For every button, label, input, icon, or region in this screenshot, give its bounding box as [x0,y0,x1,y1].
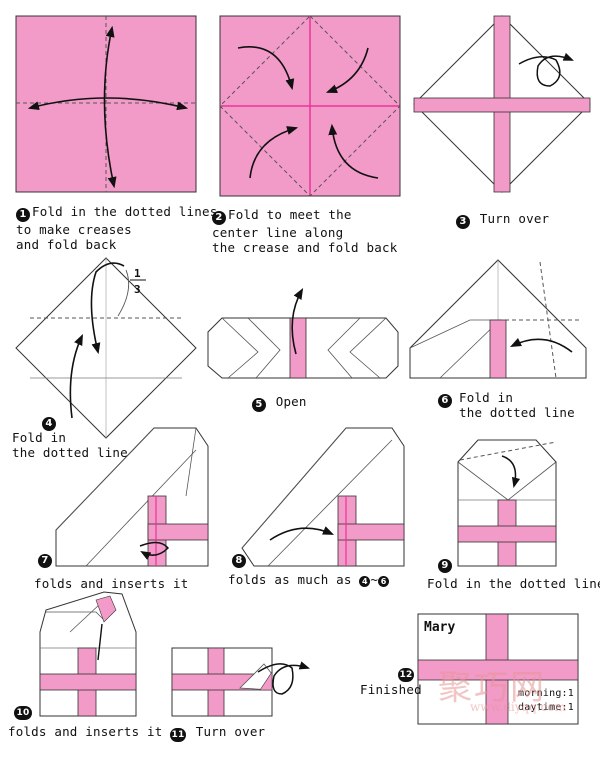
step-8-text: folds as much as [228,572,352,587]
step-9-text: Fold in the dotted line [427,576,600,591]
step-4-number-wrap: 4 [42,413,58,431]
step-9-figure [457,439,557,567]
step-1-figure [15,15,197,193]
step-9-number: 9 [438,559,452,573]
step-11-label: 11 Turn over [170,724,265,742]
step-3-number: 3 [456,215,470,229]
step-3-figure [413,15,591,193]
card-name: Mary [424,620,456,635]
step-10-text: folds and inserts it [8,724,163,739]
step-10-number: 10 [14,706,32,720]
step-4-number: 4 [42,417,56,431]
step-7-number: 7 [38,554,52,568]
step-4-text: Fold in the dotted line [12,430,128,460]
step-5-number: 5 [252,398,266,412]
step-2-number: 2 [212,211,226,225]
card-line-1: morning:1 [518,688,574,699]
step-8-ref-sep: ~ [370,572,379,587]
step-12-number: 12 [398,668,414,682]
step-8-label: folds as much as 4~6 [228,572,390,587]
step-1-text: Fold in the dotted lines to make creases… [16,204,218,252]
step-11-text: Turn over [195,724,266,739]
step-7-text: folds and inserts it [34,576,189,591]
step-5-text: Open [275,394,307,409]
step-8-ref-to: 6 [378,576,390,587]
step-8-number-wrap: 8 [232,550,248,568]
step-6-number: 6 [438,394,452,408]
step-1-number: 1 [16,208,30,222]
step-12-number-wrap: 12 [398,664,416,682]
step-8-number: 8 [232,554,246,568]
step-5-figure [207,288,399,379]
step-11-number: 11 [170,728,186,742]
step-12-figure [417,613,579,725]
step-10-number-wrap: 10 [14,702,34,720]
step-3-text: Turn over [479,211,550,226]
step-8-figure [241,427,405,567]
watermark-url: www.diyqq.com [470,700,567,714]
step-3-label: 3 Turn over [456,211,549,229]
step-12-text: Finished [360,682,422,697]
watermark-brand: 聚巧网 [438,668,546,708]
step-8-ref-from: 4 [359,576,371,587]
step-5-label: 5 Open [252,394,307,412]
step-10-figure [39,591,137,717]
step-11-figure [171,647,310,717]
fraction-denominator: 3 [134,283,141,296]
step-6-figure [409,259,587,379]
step-7-number-wrap: 7 [38,550,54,568]
step-2-text: Fold to meet the center line along the c… [212,207,398,255]
step-2-figure [219,15,401,197]
step-6-number-wrap: 6 [438,390,454,408]
step-6-text: Fold in the dotted line [459,390,575,420]
fraction-numerator: 1 [134,267,141,280]
card-line-2: daytime:1 [518,702,574,713]
step-4-figure [15,257,197,439]
step-9-number-wrap: 9 [438,555,454,573]
step-7-figure [55,427,209,567]
